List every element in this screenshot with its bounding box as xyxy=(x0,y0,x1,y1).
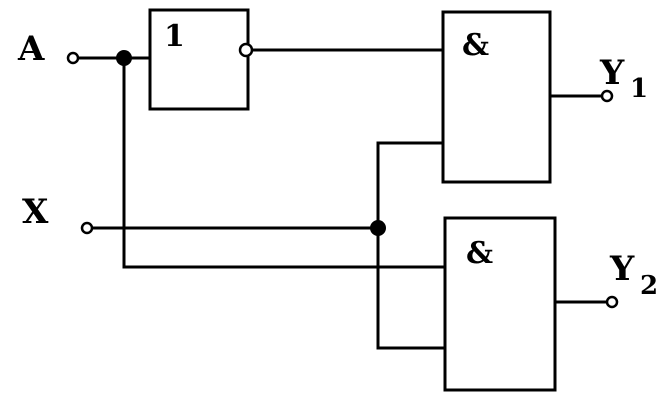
terminal-a xyxy=(66,51,80,65)
wire-x-to-and1 xyxy=(376,141,445,230)
junction-a xyxy=(116,50,132,66)
input-x-label: X xyxy=(22,192,49,232)
terminal-x xyxy=(80,221,94,235)
and-gate-1 xyxy=(441,10,552,184)
output-y1-letter: Y xyxy=(599,53,625,93)
terminal-y2 xyxy=(605,295,619,309)
and-gate-2 xyxy=(443,216,557,392)
wire-x-to-and2 xyxy=(376,226,447,350)
output-y2-letter: Y xyxy=(609,249,635,289)
output-y2-index: 2 xyxy=(640,271,658,301)
input-a-label: A xyxy=(17,29,45,69)
not-gate xyxy=(148,8,250,111)
output-y1-index: 1 xyxy=(630,74,648,104)
inversion-bubble xyxy=(238,42,254,58)
and-gate-2-symbol: & xyxy=(466,236,493,271)
terminal-y1 xyxy=(600,89,614,103)
and-gate-1-symbol: & xyxy=(462,28,489,63)
wire-a-branch-to-and2 xyxy=(122,56,447,269)
junction-x xyxy=(370,220,386,236)
not-gate-symbol: 1 xyxy=(164,19,185,54)
